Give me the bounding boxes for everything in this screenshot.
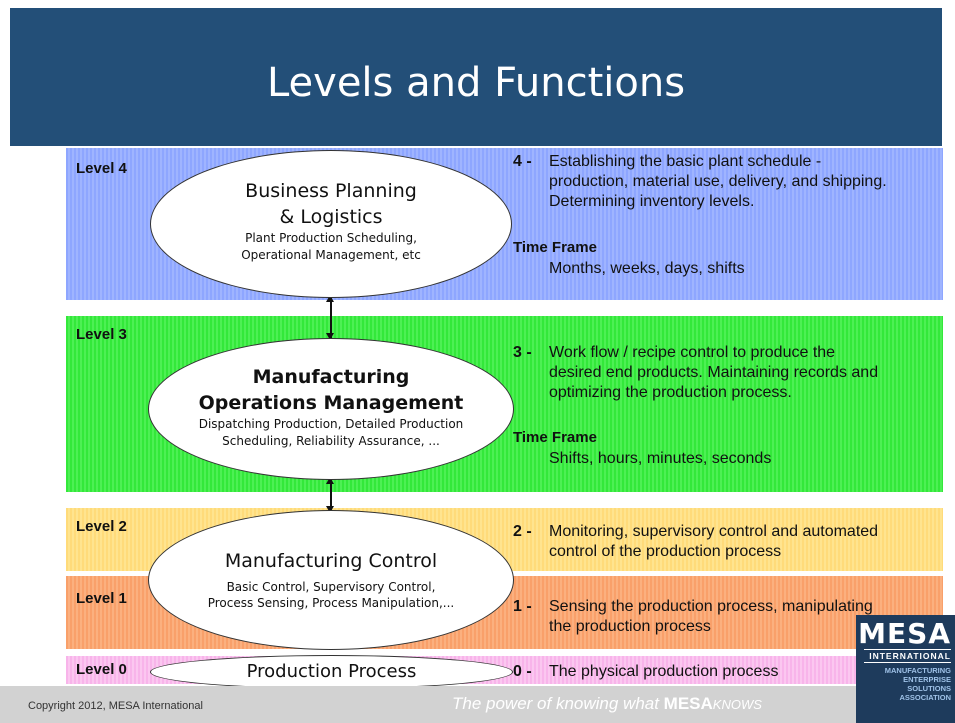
- ellipse-subtitle: Operational Management, etc: [241, 248, 421, 263]
- manufacturing-control-ellipse: Manufacturing Control Basic Control, Sup…: [148, 510, 514, 650]
- logo-line: SOLUTIONS: [907, 684, 951, 693]
- ellipse-subtitle: Dispatching Production, Detailed Product…: [198, 417, 464, 432]
- production-process-ellipse: Production Process: [150, 655, 513, 689]
- level-number: 3 -: [513, 344, 532, 361]
- ellipse-subtitle: Basic Control, Supervisory Control,: [226, 579, 436, 594]
- double-arrow-4-3: [327, 295, 333, 340]
- description-line: Establishing the basic plant schedule -: [549, 153, 822, 170]
- logo-line: ENTERPRISE: [903, 675, 951, 684]
- level-3-label: Level 3: [76, 326, 127, 343]
- ellipse-title: Production Process: [246, 661, 417, 682]
- tagline-prefix: The power of knowing what: [452, 694, 664, 713]
- tagline-brand: MESA: [663, 694, 713, 713]
- ellipse-title: & Logistics: [279, 205, 383, 228]
- level-number: 2 -: [513, 523, 532, 540]
- ellipse-title: Operations Management: [198, 391, 464, 414]
- business-planning-ellipse: Business Planning & Logistics Plant Prod…: [150, 150, 512, 298]
- ellipse-title: Manufacturing: [252, 366, 410, 388]
- ellipse-subtitle: Scheduling, Reliability Assurance, ...: [222, 434, 440, 449]
- level-4-description: 4 - Establishing the basic plant schedul…: [513, 152, 943, 212]
- ellipse-title: Manufacturing Control: [224, 550, 438, 572]
- tagline-suffix: KNOWS: [712, 697, 762, 712]
- logo-subtitle: INTERNATIONAL: [864, 649, 951, 663]
- ellipse-title: Business Planning: [245, 180, 417, 202]
- description-line: production, material use, delivery, and …: [549, 173, 887, 190]
- level-3-description: 3 - Work flow / recipe control to produc…: [513, 343, 943, 403]
- level-1-label: Level 1: [76, 590, 127, 607]
- level-2-description: 2 - Monitoring, supervisory control and …: [513, 522, 943, 562]
- slide-title: Levels and Functions: [266, 60, 686, 106]
- logo-line: ASSOCIATION: [899, 693, 951, 702]
- description-line: Sensing the production process, manipula…: [549, 598, 873, 615]
- description-line: Work flow / recipe control to produce th…: [549, 344, 836, 361]
- title-bar: Levels and Functions: [10, 8, 942, 146]
- double-arrow-3-2: [327, 477, 333, 513]
- description-line: desired end products. Maintaining record…: [549, 364, 879, 381]
- level-0-description: 0 - The physical production process: [513, 662, 853, 682]
- description-line: Monitoring, supervisory control and auto…: [549, 523, 879, 540]
- level-0-label: Level 0: [76, 661, 127, 678]
- ellipse-subtitle: Process Sensing, Process Manipulation,..…: [207, 596, 455, 611]
- description-line: the production process: [549, 618, 711, 635]
- copyright-text: Copyright 2012, MESA International: [28, 700, 203, 712]
- time-frame-value: Months, weeks, days, shifts: [549, 260, 745, 277]
- tagline: The power of knowing what MESAKNOWS: [452, 694, 762, 714]
- ellipse-subtitle: Plant Production Scheduling,: [245, 231, 417, 246]
- description-line: optimizing the production process.: [549, 384, 792, 401]
- operations-management-ellipse: Manufacturing Operations Management Disp…: [148, 338, 514, 480]
- level-4-label: Level 4: [76, 160, 127, 177]
- time-frame-value: Shifts, hours, minutes, seconds: [549, 450, 772, 467]
- description-line: Determining inventory levels.: [549, 193, 755, 210]
- description-line: control of the production process: [549, 543, 782, 560]
- footer: Copyright 2012, MESA International The p…: [0, 686, 955, 723]
- time-frame-label: Time Frame: [513, 429, 597, 446]
- level-1-description: 1 - Sensing the production process, mani…: [513, 597, 943, 637]
- time-frame-label: Time Frame: [513, 239, 597, 256]
- logo-line: MANUFACTURING: [884, 666, 951, 675]
- level-number: 4 -: [513, 153, 532, 170]
- level-number: 0 -: [513, 663, 532, 680]
- level-2-label: Level 2: [76, 518, 127, 535]
- mesa-logo: MESA INTERNATIONAL MANUFACTURING ENTERPR…: [856, 615, 955, 723]
- logo-name: MESA: [858, 617, 951, 650]
- level-number: 1 -: [513, 598, 532, 615]
- description-line: The physical production process: [549, 663, 779, 680]
